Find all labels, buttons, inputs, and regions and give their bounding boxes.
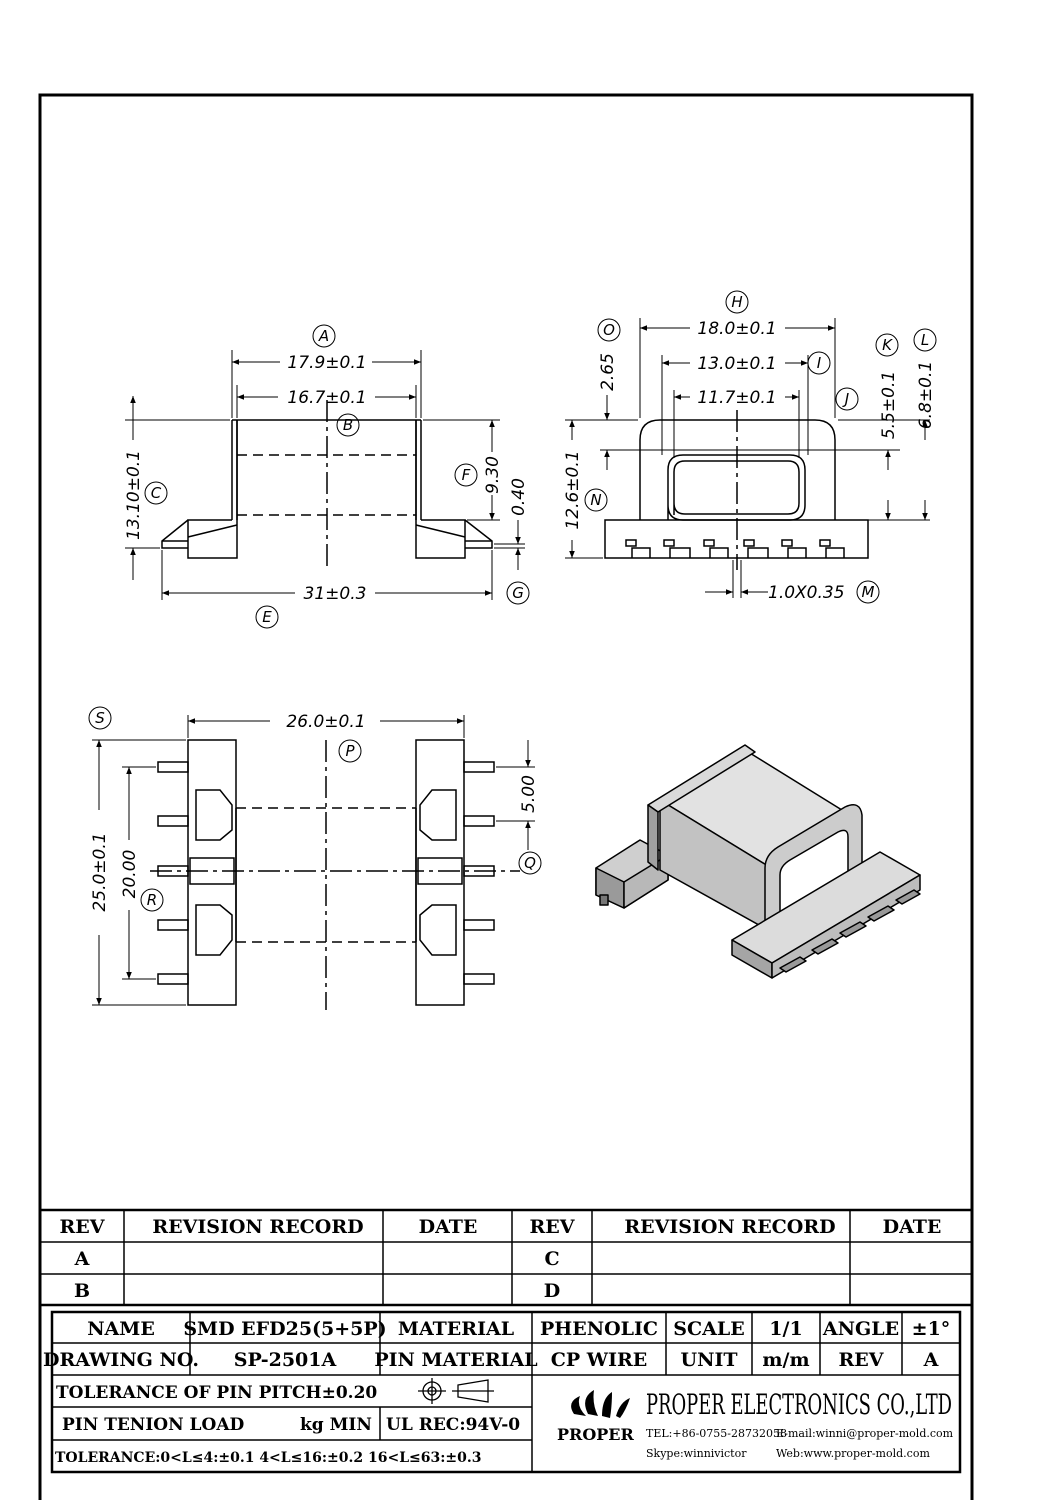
front-view-labels: 17.9±0.1 16.7±0.1 13.10±0.1 9.30 0.40 31… [124, 324, 530, 629]
date-header-1: DATE [419, 1216, 478, 1238]
rev-header-1: REV [59, 1216, 105, 1238]
front-view-dimensions [125, 350, 525, 600]
name-value: SMD EFD25(5+5P) [183, 1318, 386, 1340]
side-view-dimensions [565, 318, 930, 598]
dim-r: 20.00 [120, 850, 140, 899]
revision-table-text: REV REVISION RECORD DATE REV REVISION RE… [59, 1216, 941, 1302]
drawing-no-value: SP-2501A [234, 1349, 337, 1371]
pin-material-label: PIN MATERIAL [374, 1349, 537, 1371]
label-q: Q [524, 854, 536, 872]
date-header-2: DATE [883, 1216, 942, 1238]
title-block [50, 1310, 962, 1474]
bottom-view [150, 739, 520, 1010]
dim-j: 11.7±0.1 [697, 388, 776, 408]
dim-o: 2.65 [598, 353, 618, 391]
revision-table [40, 1208, 972, 1307]
label-p: P [345, 742, 355, 760]
dim-c: 13.10±0.1 [124, 450, 144, 540]
label-e: E [262, 608, 272, 626]
material-value: PHENOLIC [540, 1318, 658, 1340]
dim-q: 5.00 [519, 775, 539, 813]
label-l: L [921, 331, 929, 349]
material-label: MATERIAL [398, 1318, 514, 1340]
dim-p: 26.0±0.1 [286, 712, 365, 732]
label-h: H [731, 293, 742, 311]
unit-label: UNIT [681, 1349, 738, 1371]
revision-record-header-2: REVISION RECORD [624, 1216, 835, 1238]
general-tolerance: TOLERANCE:0<L≤4:±0.1 4<L≤16:±0.2 16<L≤63… [55, 1450, 482, 1466]
label-b: B [343, 416, 353, 434]
label-c: C [151, 484, 162, 502]
dim-a: 17.9±0.1 [287, 353, 366, 373]
dim-s: 25.0±0.1 [90, 832, 110, 911]
label-o: O [603, 321, 615, 339]
bottom-view-labels: 26.0±0.1 25.0±0.1 20.00 5.00 P S R Q [88, 706, 542, 912]
label-m: M [862, 583, 875, 601]
company-web: Web:www.proper-mold.com [776, 1447, 930, 1460]
logo-text: PROPER [557, 1425, 634, 1444]
label-s: S [95, 709, 105, 727]
rev-c: C [544, 1248, 559, 1270]
projection-symbol-icon [418, 1378, 494, 1404]
label-r: R [147, 891, 157, 909]
angle-label: ANGLE [822, 1318, 899, 1340]
front-view [161, 400, 493, 570]
isometric-view [595, 744, 921, 979]
proper-logo-icon [571, 1390, 630, 1418]
scale-value: 1/1 [769, 1318, 802, 1340]
pin-material-value: CP WIRE [551, 1349, 648, 1371]
bottom-view-dimensions [92, 715, 535, 1006]
dim-i: 13.0±0.1 [697, 354, 776, 374]
revision-record-header-1: REVISION RECORD [152, 1216, 363, 1238]
company-name: PROPER ELECTRONICS CO.,LTD [646, 1388, 952, 1421]
pin-tension-label: PIN TENION LOAD [62, 1415, 245, 1435]
label-n: N [590, 491, 601, 509]
rev-d: D [544, 1280, 560, 1302]
dim-l: 6.8±0.1 [916, 361, 936, 429]
dim-n: 12.6±0.1 [563, 450, 583, 529]
label-f: F [462, 466, 471, 484]
scale-label: SCALE [673, 1318, 744, 1340]
tolerance-pin-pitch: TOLERANCE OF PIN PITCH±0.20 [56, 1383, 377, 1403]
name-label: NAME [87, 1318, 155, 1340]
dim-e: 31±0.3 [304, 584, 367, 604]
label-g: G [512, 584, 524, 602]
title-block-text: NAME SMD EFD25(5+5P) MATERIAL PHENOLIC S… [43, 1318, 954, 1466]
rev-value: A [923, 1349, 939, 1371]
angle-value: ±1° [912, 1318, 951, 1340]
ul-rec: UL REC:94V-0 [386, 1415, 520, 1435]
rev-label: REV [838, 1349, 884, 1371]
company-tel: TEL:+86-0755-28732058 [646, 1427, 787, 1440]
dim-k: 5.5±0.1 [879, 371, 899, 439]
company-skype: Skype:winnivictor [646, 1447, 747, 1460]
unit-value: m/m [762, 1349, 809, 1371]
drawing-frame [38, 93, 974, 1500]
side-view [604, 410, 869, 570]
rev-header-2: REV [529, 1216, 575, 1238]
label-a: A [318, 327, 329, 345]
rev-a: A [74, 1248, 90, 1270]
rev-b: B [74, 1280, 90, 1302]
dim-h: 18.0±0.1 [697, 319, 776, 339]
dim-g: 0.40 [509, 478, 529, 516]
dim-b: 16.7±0.1 [287, 388, 366, 408]
company-email: E-mail:winni@proper-mold.com [776, 1427, 954, 1440]
side-view-labels: 18.0±0.1 13.0±0.1 11.7±0.1 2.65 12.6±0.1… [563, 290, 937, 604]
drawing-no-label: DRAWING NO. [43, 1349, 199, 1371]
dim-f: 9.30 [483, 456, 503, 494]
label-i: I [817, 354, 822, 372]
label-k: K [882, 336, 893, 354]
dim-m: 1.0X0.35 [768, 583, 845, 603]
pin-tension-unit: kg MIN [300, 1415, 372, 1435]
label-j: J [842, 390, 849, 408]
